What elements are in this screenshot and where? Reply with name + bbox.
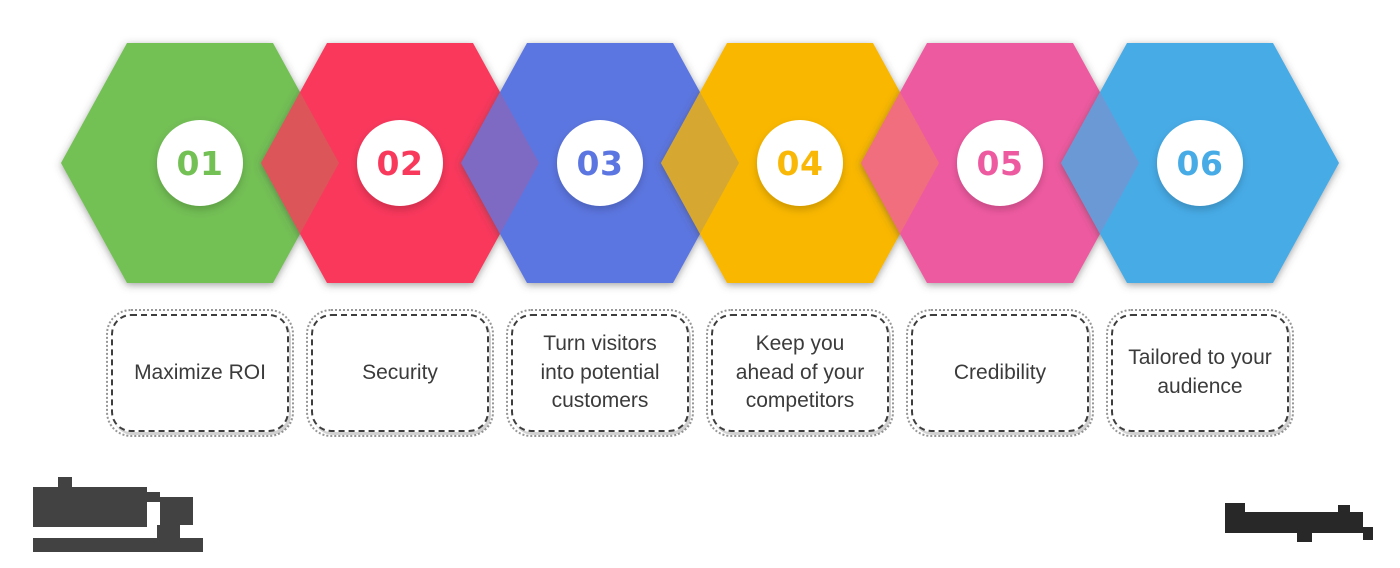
- step-circle-02: [357, 120, 443, 206]
- redacted-pixel-block: [1225, 503, 1245, 533]
- number-circle-layer: 01 02 03 04 05 06: [157, 120, 1243, 206]
- redacted-pixel-block: [1245, 512, 1363, 533]
- redacted-pixel-block: [157, 525, 180, 538]
- redacted-pixel-block: [33, 487, 147, 527]
- redacted-pixel-block: [33, 538, 203, 552]
- overlap-diamond-3-4: [661, 92, 739, 234]
- overlap-diamond-5-6: [1061, 92, 1139, 234]
- step-circle-03: [557, 120, 643, 206]
- redacted-logo-right: [1225, 503, 1373, 542]
- step-circle-04: [757, 120, 843, 206]
- overlap-diamond-4-5: [861, 92, 939, 234]
- overlap-diamond-1-2: [261, 92, 339, 234]
- step-number-02: 02: [377, 144, 424, 183]
- redacted-pixel-block: [147, 492, 160, 502]
- overlap-diamond-2-3: [461, 92, 539, 234]
- redacted-pixel-block: [1297, 533, 1312, 542]
- redacted-pixel-block: [160, 497, 193, 525]
- step-number-01: 01: [177, 144, 224, 183]
- redacted-logo-left: [33, 477, 203, 552]
- step-number-03: 03: [577, 144, 624, 183]
- step-circle-06: [1157, 120, 1243, 206]
- step-number-04: 04: [777, 144, 824, 183]
- step-circle-05: [957, 120, 1043, 206]
- redacted-pixel-block: [1338, 505, 1350, 513]
- step-circle-01: [157, 120, 243, 206]
- step-number-05: 05: [977, 144, 1024, 183]
- step-number-06: 06: [1177, 144, 1224, 183]
- redacted-pixel-block: [1363, 527, 1373, 540]
- overlap-diamond-layer: [261, 92, 1139, 234]
- watermark-layer: [33, 477, 1373, 552]
- redacted-pixel-block: [58, 477, 72, 488]
